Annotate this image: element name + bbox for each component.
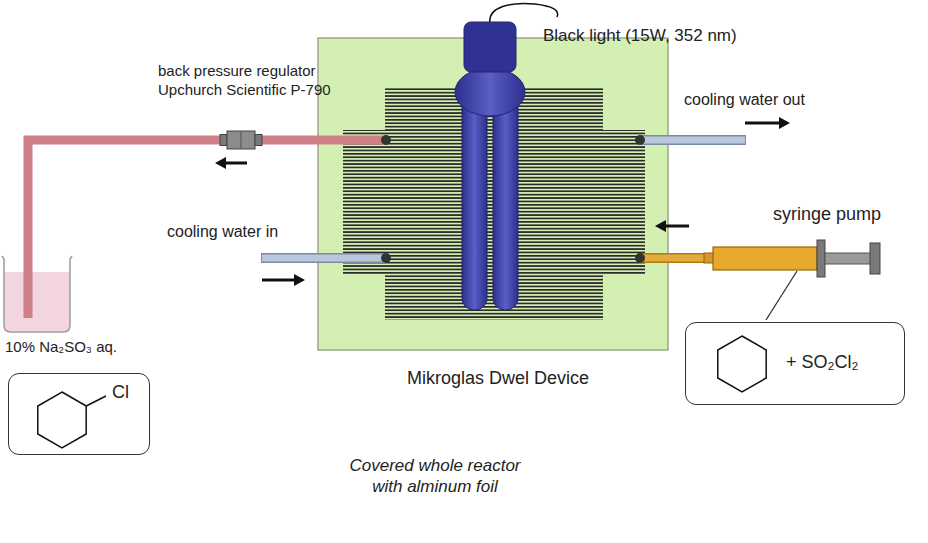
leader-line <box>766 271 797 320</box>
beaker <box>2 256 72 332</box>
syringe-flange <box>817 240 825 277</box>
flow-label: cooling water in <box>167 222 278 242</box>
lamp-cord <box>490 4 558 24</box>
flow-arrow <box>655 220 689 232</box>
flow-label: cooling water out <box>684 90 805 110</box>
back-pressure-regulator <box>227 131 255 149</box>
part-label: syringe pump <box>773 203 881 226</box>
atom-label: Cl <box>112 382 129 404</box>
flow-arrow <box>262 274 305 286</box>
cooling-in-tube <box>261 253 386 263</box>
flow-arrow <box>745 117 790 129</box>
note-label: Covered whole reactor with alminum foil <box>340 455 530 498</box>
microchannels <box>343 88 645 320</box>
cyclohexane-ring <box>718 336 766 392</box>
lamp-label: Black light (15W, 352 nm) <box>543 25 737 46</box>
device-label: Mikroglas Dwel Device <box>318 368 678 390</box>
port <box>381 253 391 263</box>
lamp-tube <box>462 95 487 310</box>
port <box>381 135 391 145</box>
feed-tube <box>640 255 706 262</box>
regulator-fitting <box>255 135 262 146</box>
product-box: Cl <box>8 373 150 455</box>
lamp-cap <box>464 22 516 72</box>
cooling-out-tube <box>640 135 746 145</box>
plunger-head <box>870 243 880 274</box>
reagent-label: + SO₂Cl₂ <box>786 352 859 374</box>
cooling-out-tube <box>640 137 745 144</box>
reactor-plate <box>318 38 668 350</box>
lamp-tube <box>493 95 518 310</box>
beaker-liquid <box>4 272 70 331</box>
c-cl-bond <box>86 396 106 406</box>
lamp-base <box>455 68 525 116</box>
port <box>635 253 645 263</box>
port <box>635 135 645 145</box>
feed-tube <box>640 253 706 263</box>
outlet-tube <box>28 140 386 318</box>
solution-label: 10% Na₂SO₃ aq. <box>5 338 117 357</box>
part-label: back pressure regulator Upchurch Scienti… <box>158 62 353 100</box>
regulator-seam <box>241 131 242 149</box>
regulator-fitting <box>220 135 227 146</box>
cyclohexane-ring <box>38 392 86 448</box>
flow-arrow <box>215 157 247 169</box>
cooling-in-tube <box>262 255 386 262</box>
reagent-box: + SO₂Cl₂ <box>685 322 905 405</box>
syringe-plunger <box>825 253 871 264</box>
syringe-barrel <box>713 247 817 270</box>
reactor-device: Mikroglas Dwel Device <box>318 38 678 400</box>
